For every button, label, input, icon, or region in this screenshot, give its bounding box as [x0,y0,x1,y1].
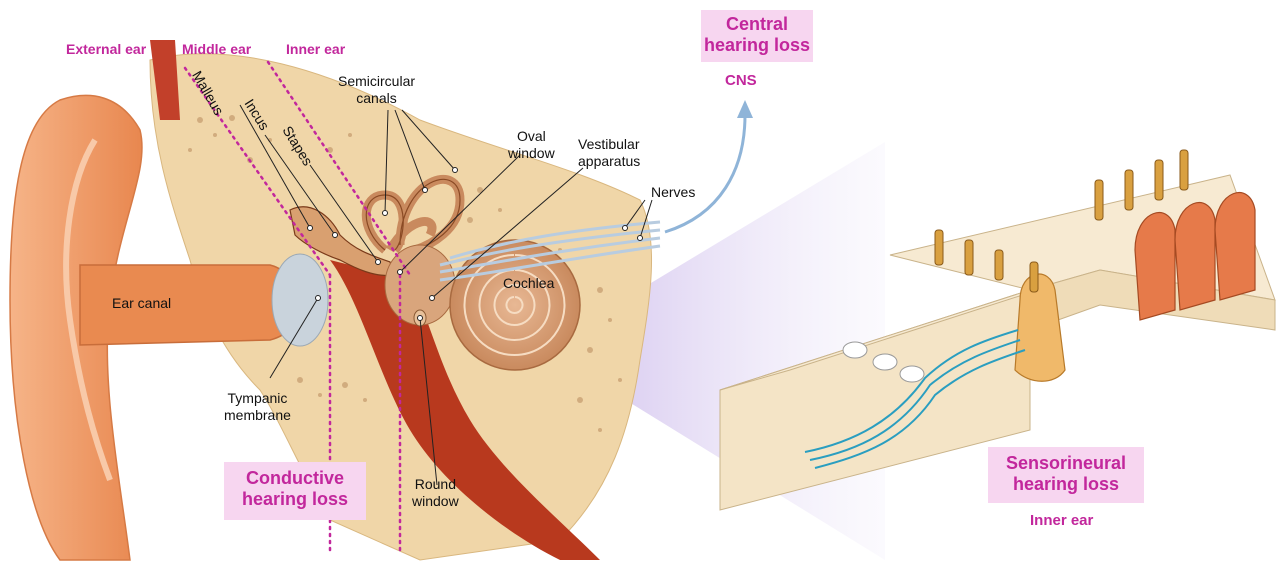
cns-arrowhead [737,100,753,118]
region-inner-ear: Inner ear [286,41,345,57]
central-sub-label: CNS [725,72,757,89]
cns-arrow [665,115,745,232]
region-external-ear: External ear [66,41,146,57]
label-cochlea: Cochlea [503,275,554,292]
sensorineural-sub-label: Inner ear [1030,512,1093,529]
region-middle-ear: Middle ear [182,41,251,57]
label-nerves: Nerves [651,184,695,201]
label-ear-canal: Ear canal [112,295,171,312]
